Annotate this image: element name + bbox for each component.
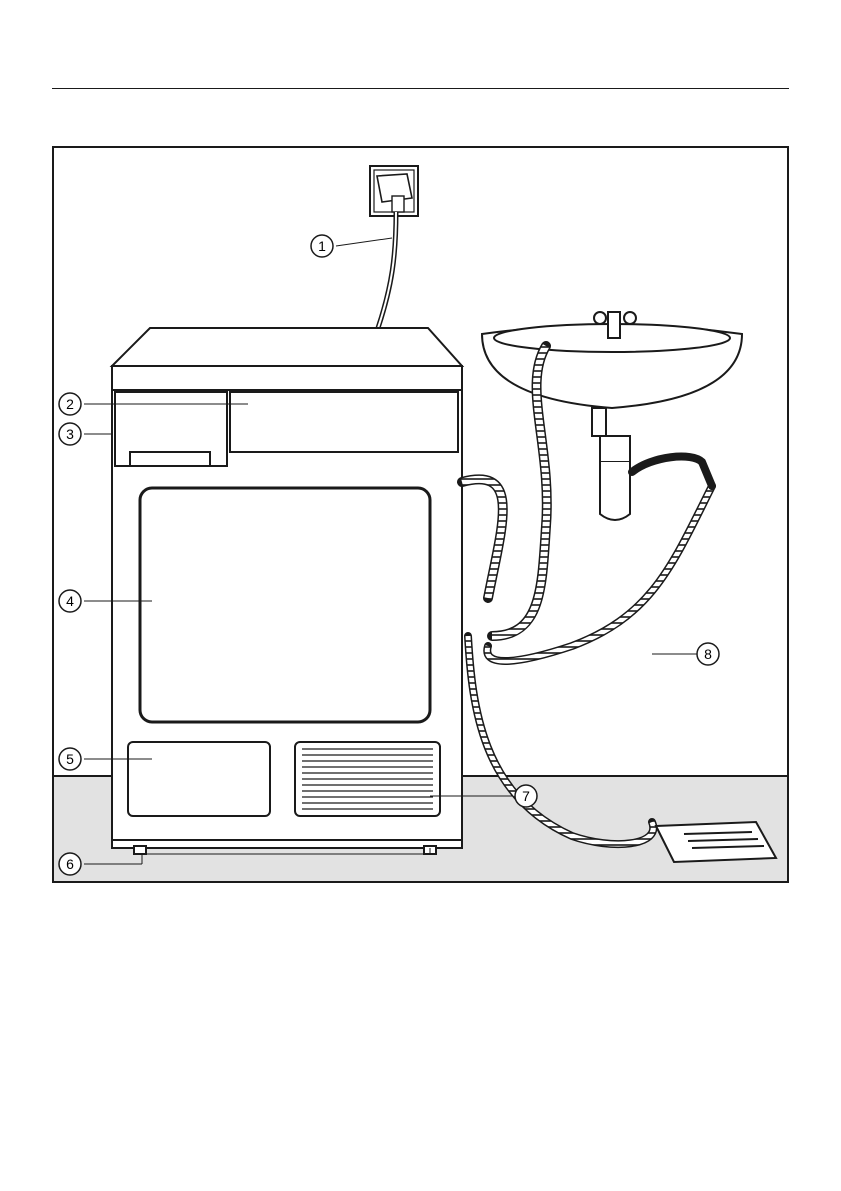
callout-2: 2 bbox=[59, 393, 81, 415]
dryer bbox=[112, 328, 462, 854]
callout-4: 4 bbox=[59, 590, 81, 612]
sink bbox=[482, 312, 742, 520]
dryer-top bbox=[112, 328, 462, 366]
service-flap bbox=[128, 742, 270, 816]
callout-4-label: 4 bbox=[66, 593, 74, 609]
callout-7-label: 7 bbox=[522, 788, 530, 804]
callout-1-label: 1 bbox=[318, 238, 326, 254]
control-panel bbox=[230, 392, 458, 452]
wall-socket bbox=[370, 166, 418, 216]
callout-7: 7 bbox=[515, 785, 537, 807]
callout-5-label: 5 bbox=[66, 751, 74, 767]
dryer-base bbox=[112, 840, 462, 848]
callout-6: 6 bbox=[59, 853, 81, 875]
dryer-installation-diagram: 1 2 3 4 5 6 7 8 bbox=[52, 146, 789, 883]
callout-3: 3 bbox=[59, 423, 81, 445]
callout-1: 1 bbox=[311, 235, 333, 257]
header-rule bbox=[52, 88, 789, 89]
floor-drain bbox=[656, 822, 776, 862]
callout-6-label: 6 bbox=[66, 856, 74, 872]
callout-8: 8 bbox=[697, 643, 719, 665]
callout-3-label: 3 bbox=[66, 426, 74, 442]
callout-5: 5 bbox=[59, 748, 81, 770]
callout-2-label: 2 bbox=[66, 396, 74, 412]
door bbox=[140, 488, 430, 722]
trap-connector bbox=[632, 457, 712, 486]
callout-8-label: 8 bbox=[704, 646, 712, 662]
dryer-top-lip bbox=[112, 366, 462, 390]
